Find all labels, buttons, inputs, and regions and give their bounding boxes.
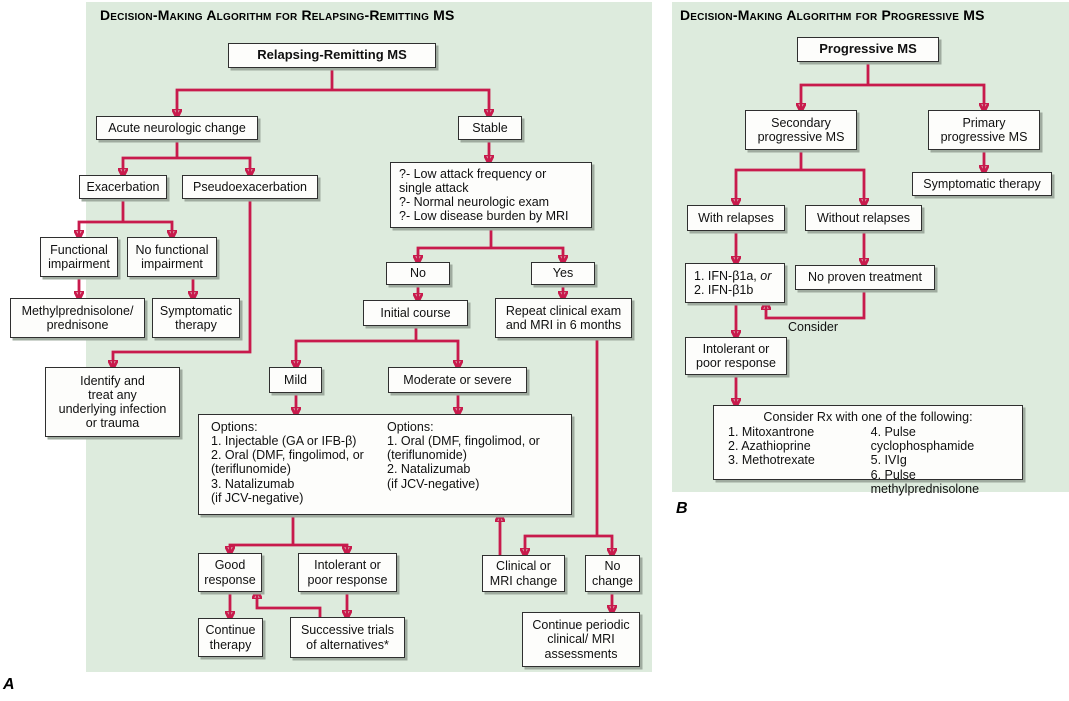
node-methylprednisolone: Methylprednisolone/ prednisone [10, 298, 145, 338]
connector-successive-to-good [257, 592, 322, 617]
node-functional-impairment: Functional impairment [40, 237, 118, 277]
consider-rx-col1: 1. Mitoxantrone 2. Azathioprine 3. Metho… [728, 425, 815, 468]
connector-to-secondary [801, 83, 868, 110]
node-acute-neurologic-change: Acute neurologic change [96, 116, 258, 140]
consider-rx-columns: 1. Mitoxantrone 2. Azathioprine 3. Metho… [714, 425, 1022, 496]
options-mild-column: Options: 1. Injectable (GA or IFB-β) 2. … [211, 420, 364, 505]
node-no-change: No change [585, 555, 640, 592]
consider-rx-col2: 4. Pulse cyclophosphamide 5. IVIg 6. Pul… [870, 425, 980, 496]
connector-to-identify [113, 199, 252, 367]
node-clinical-or-mri-change: Clinical or MRI change [482, 555, 565, 592]
node-no-functional-impairment: No functional impairment [127, 237, 217, 277]
node-treatment-options: Options: 1. Injectable (GA or IFB-β) 2. … [198, 414, 572, 515]
node-intolerant-poor-response-b: Intolerant or poor response [685, 337, 787, 375]
node-primary-progressive: Primary progressive MS [928, 110, 1040, 150]
connector-to-no-change [597, 534, 612, 555]
node-continue-therapy: Continue therapy [198, 618, 263, 657]
panel-b-title: Decision-Making Algorithm for Progressiv… [680, 7, 985, 23]
node-pseudoexacerbation: Pseudoexacerbation [182, 175, 318, 199]
connector-to-exacerbation [123, 156, 177, 175]
connector-consider-to-ifn [766, 290, 866, 320]
connector-to-pseudoexacerbation [177, 156, 250, 175]
connector-to-moderate [416, 339, 458, 367]
node-progressive-ms: Progressive MS [797, 37, 939, 62]
node-without-relapses: Without relapses [805, 205, 922, 231]
connector-to-mild [296, 339, 416, 367]
options-moderate-column: Options: 1. Oral (DMF, fingolimod, or (t… [387, 420, 540, 491]
node-no: No [386, 262, 450, 285]
node-repeat-exam: Repeat clinical exam and MRI in 6 months [495, 298, 632, 338]
connector-to-intolerant [293, 543, 347, 553]
node-stability-criteria: ?- Low attack frequency or single attack… [390, 162, 592, 228]
node-ifn-options: 1. IFN-β1a, or 2. IFN-β1b [685, 263, 785, 303]
panel-a-title: Decision-Making Algorithm for Relapsing-… [100, 7, 455, 23]
node-continue-periodic-assessments: Continue periodic clinical/ MRI assessme… [522, 612, 640, 667]
panel-a-corner-label: A [3, 676, 15, 693]
node-exacerbation: Exacerbation [79, 175, 167, 199]
node-symptomatic-therapy: Symptomatic therapy [152, 298, 240, 338]
connector-to-acute [177, 88, 332, 116]
node-consider-rx: Consider Rx with one of the following: 1… [713, 405, 1023, 496]
node-moderate-or-severe: Moderate or severe [388, 367, 527, 393]
connector-to-no [418, 246, 491, 262]
node-no-proven-treatment: No proven treatment [795, 265, 935, 290]
connector-to-no-functional [123, 220, 172, 237]
node-secondary-progressive: Secondary progressive MS [745, 110, 857, 150]
connector-to-clinical-change [525, 534, 597, 555]
connector-to-with-relapses [736, 168, 801, 205]
node-stable: Stable [458, 116, 522, 140]
node-symptomatic-therapy-b: Symptomatic therapy [912, 172, 1052, 196]
consider-rx-header: Consider Rx with one of the following: [763, 410, 973, 424]
node-relapsing-remitting-ms: Relapsing-Remitting MS [228, 43, 436, 68]
connector-to-without-relapses [801, 168, 864, 205]
connector-to-yes [491, 246, 563, 262]
node-mild: Mild [269, 367, 322, 393]
connector-to-good-response [230, 543, 293, 553]
node-with-relapses: With relapses [687, 205, 785, 231]
node-initial-course: Initial course [363, 300, 468, 326]
connector-to-stable [332, 88, 489, 116]
connector-to-primary [868, 83, 984, 110]
node-identify-and-treat: Identify and treat any underlying infect… [45, 367, 180, 437]
ifn-line-2: 2. IFN-β1b [694, 283, 754, 297]
consider-label: Consider [788, 320, 839, 334]
node-yes: Yes [531, 262, 595, 285]
node-good-response: Good response [198, 553, 262, 592]
connector-to-functional [79, 220, 123, 237]
panel-b-corner-label: B [676, 500, 688, 517]
node-intolerant-poor-response: Intolerant or poor response [298, 553, 397, 592]
node-successive-trials: Successive trials of alternatives* [290, 617, 405, 658]
ifn-line-1: 1. IFN-β1a, or [694, 268, 772, 283]
